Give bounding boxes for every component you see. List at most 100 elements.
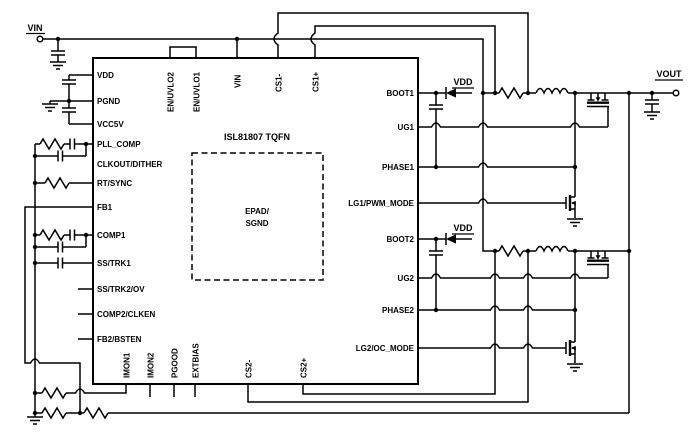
ic-top-pin-labels: EN/UVLO2 EN/UVLO1 VIN CS1- CS1+ bbox=[167, 71, 321, 112]
wire-cs2-minus bbox=[247, 251, 529, 403]
pin-label-vin-pin: VIN bbox=[234, 74, 243, 88]
resistor-sense1 bbox=[498, 86, 524, 100]
epad-label-1: EPAD/ bbox=[245, 207, 270, 216]
mosfet-low1 bbox=[565, 195, 576, 218]
wire-en-jumper bbox=[169, 46, 197, 58]
wire-vin-rail bbox=[43, 38, 499, 252]
inductor-l2 bbox=[535, 245, 569, 253]
pin-label-lg1: LG1/PWM_MODE bbox=[348, 199, 414, 208]
ground-pgnd bbox=[42, 101, 58, 112]
pin-label-imon2: IMON2 bbox=[147, 352, 156, 378]
pin-label-ss-trk1: SS/TRK1 bbox=[97, 259, 131, 268]
pin-label-rt-sync: RT/SYNC bbox=[97, 179, 132, 188]
ground-fet1 bbox=[567, 218, 583, 227]
capacitor-input bbox=[51, 39, 65, 62]
resistors bbox=[39, 86, 524, 420]
mosfets bbox=[565, 93, 609, 363]
resistor-rt-sync bbox=[44, 176, 70, 190]
pin-label-vcc5v: VCC5V bbox=[97, 120, 124, 129]
ground-output-cap bbox=[644, 111, 660, 120]
ic-symbol: ISL81807 TQFN EPAD/ SGND VDD PGND VCC5V … bbox=[92, 57, 419, 385]
capacitor-output bbox=[645, 93, 659, 112]
capacitor-vdd bbox=[62, 75, 76, 101]
pin-label-cs2-minus: CS2- bbox=[245, 359, 254, 378]
ic-name: ISL81807 TQFN bbox=[224, 132, 290, 142]
wire-phase2 bbox=[418, 305, 575, 311]
pin-label-boot1: BOOT1 bbox=[386, 89, 414, 98]
diode-boot2 bbox=[445, 233, 456, 245]
net-labels: VIN VOUT VDD VDD bbox=[26, 23, 683, 235]
wire-ug1 bbox=[418, 122, 608, 128]
vin-label: VIN bbox=[27, 23, 42, 33]
resistor-fb-lower bbox=[41, 406, 67, 420]
pin-label-pll-comp: PLL_COMP bbox=[97, 140, 141, 149]
pin-label-fb2: FB2/BSTEN bbox=[97, 335, 142, 344]
pin-label-fb1: FB1 bbox=[97, 203, 113, 212]
capacitor-comp1-parallel bbox=[57, 241, 64, 253]
capacitor-comp1-series bbox=[69, 229, 76, 241]
wire-cs1-minus bbox=[273, 12, 529, 93]
inductor-l1 bbox=[535, 87, 569, 95]
ic-right-pin-labels: BOOT1 UG1 PHASE1 LG1/PWM_MODE BOOT2 UG2 … bbox=[348, 89, 414, 353]
capacitor-pll-series bbox=[69, 138, 76, 150]
pin-label-phase1: PHASE1 bbox=[382, 163, 415, 172]
capacitor-pll-parallel bbox=[57, 150, 64, 162]
vdd-label-boot2: VDD bbox=[453, 223, 473, 233]
capacitor-ss-trk1 bbox=[57, 257, 64, 269]
inductors bbox=[535, 87, 569, 253]
wire-left-stubs bbox=[78, 288, 93, 340]
vdd-label-boot1: VDD bbox=[453, 77, 473, 87]
wire-pll-rowB bbox=[35, 144, 87, 157]
pin-label-phase2: PHASE2 bbox=[382, 306, 415, 315]
pin-label-en-uvlo1: EN/UVLO1 bbox=[193, 71, 202, 112]
resistor-comp1 bbox=[39, 228, 65, 242]
wire-comp1-rowB bbox=[35, 235, 87, 248]
mosfet-sync1 bbox=[587, 93, 609, 127]
wire-ug2 bbox=[418, 273, 608, 279]
pin-label-pgood: PGOOD bbox=[171, 348, 180, 378]
pin-label-imon1: IMON1 bbox=[123, 352, 132, 378]
pin-label-ug2: UG2 bbox=[398, 274, 415, 283]
ground-fet2 bbox=[567, 363, 583, 372]
pin-label-clkout: CLKOUT/DITHER bbox=[97, 160, 163, 169]
resistor-pll-comp bbox=[39, 137, 65, 151]
pin-label-lg2: LG2/OC_MODE bbox=[356, 344, 415, 353]
wire-cs2-plus bbox=[302, 251, 496, 395]
pin-label-extbias: EXTBIAS bbox=[192, 343, 201, 378]
pin-label-comp1: COMP1 bbox=[97, 231, 126, 240]
ic-bottom-pin-labels: IMON1 IMON2 PGOOD EXTBIAS CS2- CS2+ bbox=[123, 343, 309, 378]
ic-left-pin-labels: VDD PGND VCC5V PLL_COMP CLKOUT/DITHER RT… bbox=[97, 71, 163, 344]
junction-dots bbox=[32, 36, 655, 416]
pin-label-cs2-plus: CS2+ bbox=[300, 357, 309, 378]
vin-terminal bbox=[36, 35, 44, 43]
pin-label-comp2: COMP2/CLKEN bbox=[97, 310, 155, 319]
vout-label: VOUT bbox=[656, 69, 682, 79]
wire-phase1 bbox=[418, 162, 575, 168]
ic-outline bbox=[92, 57, 419, 385]
epad-outline bbox=[191, 152, 324, 281]
wire-lg2 bbox=[418, 343, 566, 349]
wire-lg1 bbox=[418, 198, 566, 204]
pin-label-cs1-minus: CS1- bbox=[275, 73, 284, 92]
capacitor-vcc5v bbox=[62, 101, 76, 124]
pin-label-pgnd: PGND bbox=[97, 97, 120, 106]
pin-label-ug1: UG1 bbox=[398, 123, 415, 132]
mosfet-low2 bbox=[565, 340, 576, 363]
pin-label-cs1-plus: CS1+ bbox=[312, 71, 321, 92]
wire-bias-rows bbox=[50, 74, 93, 125]
capacitor-boot2 bbox=[429, 239, 443, 310]
vout-terminal bbox=[672, 89, 680, 97]
resistor-imon1 bbox=[41, 386, 67, 400]
epad-label-2: SGND bbox=[245, 219, 268, 228]
pin-label-boot2: BOOT2 bbox=[386, 235, 414, 244]
wires bbox=[24, 12, 673, 414]
diodes bbox=[445, 87, 456, 245]
pin-label-ss-trk2: SS/TRK2/OV bbox=[97, 285, 145, 294]
pin-label-vdd: VDD bbox=[97, 71, 114, 80]
pin-label-en-uvlo2: EN/UVLO2 bbox=[167, 71, 176, 112]
capacitor-boot1 bbox=[429, 93, 443, 167]
resistor-sense2 bbox=[498, 244, 524, 258]
diode-boot1 bbox=[445, 87, 456, 99]
